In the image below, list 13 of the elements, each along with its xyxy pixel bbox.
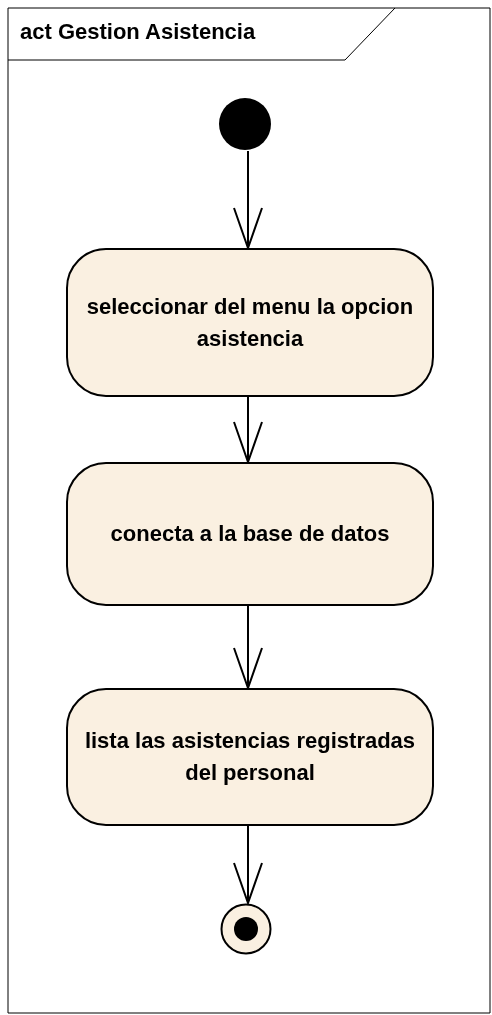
arrow xyxy=(233,150,263,249)
arrow xyxy=(233,605,263,689)
arrow xyxy=(233,825,263,904)
action-label: seleccionar del menu la opcion asistencia xyxy=(85,292,415,353)
initial-node xyxy=(218,97,272,151)
action-box xyxy=(66,688,434,826)
frame-title: act Gestion Asistencia xyxy=(20,19,256,45)
action-box xyxy=(66,462,434,606)
final-node xyxy=(220,903,272,955)
action-box xyxy=(66,248,434,397)
action-label: conecta a la base de datos xyxy=(110,520,390,549)
arrow xyxy=(233,396,263,463)
action-label: lista las asistencias registradas del personal xyxy=(83,727,417,787)
